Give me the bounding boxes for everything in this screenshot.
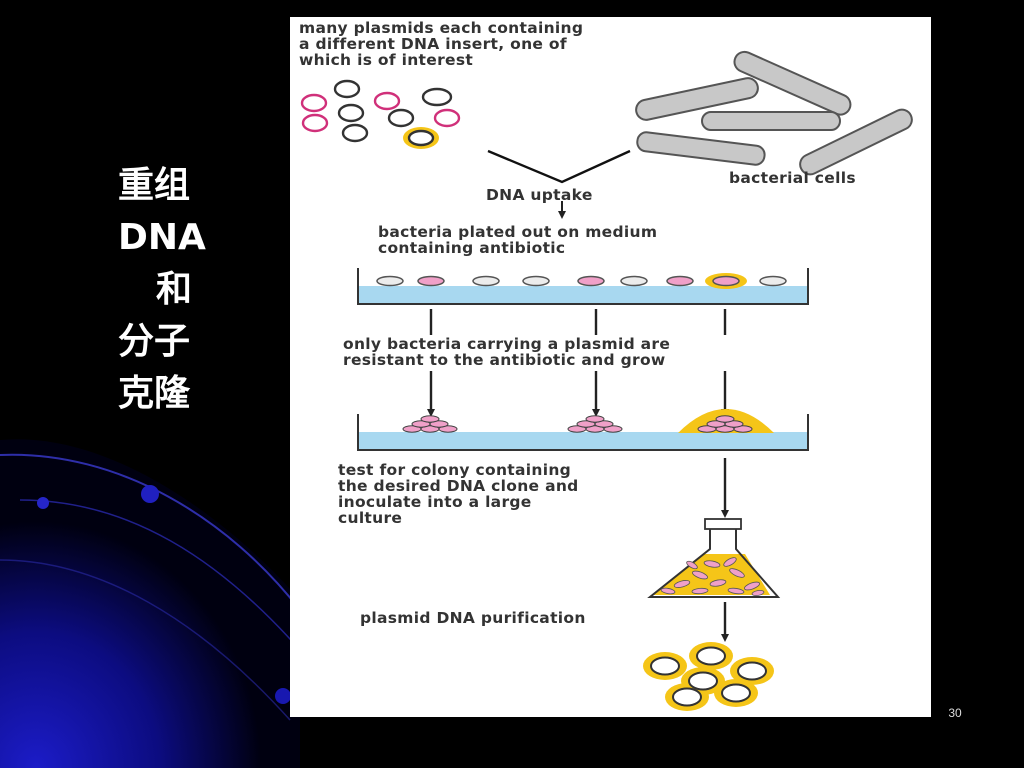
plasmid bbox=[433, 108, 461, 128]
step1-text-line: which is of interest bbox=[299, 51, 473, 69]
swoosh-curve bbox=[0, 559, 291, 721]
title-line: 重组 bbox=[118, 165, 191, 206]
step1-text-line: a different DNA insert, one of bbox=[299, 35, 567, 53]
test-text-line: culture bbox=[338, 509, 402, 527]
bacterial-cell bbox=[635, 77, 759, 121]
decor-dot bbox=[37, 497, 49, 509]
plate-walls bbox=[357, 414, 809, 451]
page-number: 30 bbox=[948, 706, 962, 720]
cell bbox=[472, 275, 500, 287]
cell bbox=[522, 275, 550, 287]
cell bbox=[759, 275, 787, 287]
cell bbox=[376, 275, 404, 287]
plating-text-line: bacteria plated out on medium bbox=[378, 223, 657, 241]
cell bbox=[620, 275, 648, 287]
plasmid bbox=[341, 123, 369, 143]
plasmid bbox=[387, 108, 415, 128]
title-line: 克隆 bbox=[118, 373, 191, 414]
plasmid bbox=[373, 91, 401, 111]
uptake-funnel bbox=[487, 149, 631, 184]
cell bbox=[577, 275, 605, 287]
test-text-line: inoculate into a large bbox=[338, 493, 532, 511]
flask-stopper bbox=[704, 518, 742, 530]
plasmid bbox=[300, 93, 328, 113]
test-text-line: test for colony containing bbox=[338, 461, 571, 479]
colony bbox=[567, 415, 623, 433]
plated-bacteria bbox=[376, 273, 787, 289]
cell-of-interest bbox=[712, 275, 740, 287]
plate-walls bbox=[357, 268, 809, 305]
plasmid-cluster bbox=[300, 79, 461, 149]
cell bbox=[417, 275, 445, 287]
colony-plate bbox=[357, 409, 809, 451]
plasmid bbox=[337, 103, 365, 123]
plating-text-line: containing antibiotic bbox=[378, 239, 565, 257]
resistance-text-line: resistant to the antibiotic and grow bbox=[343, 351, 666, 369]
antibiotic-plate bbox=[357, 268, 809, 305]
step1-text-line: many plasmids each containing bbox=[299, 19, 583, 37]
title-line: 分子 bbox=[118, 321, 191, 362]
colony bbox=[402, 415, 458, 433]
uptake-label: DNA uptake bbox=[486, 186, 593, 204]
plasmid bbox=[301, 113, 329, 133]
plasmid bbox=[421, 87, 453, 107]
decor-dot bbox=[141, 485, 159, 503]
resistance-text-line: only bacteria carrying a plasmid are bbox=[343, 335, 670, 353]
bacterial-cell bbox=[733, 50, 852, 116]
title-line: DNA bbox=[118, 217, 206, 258]
bacterial-cells bbox=[635, 50, 913, 176]
flask-outline bbox=[647, 529, 781, 598]
bacterial-cell bbox=[636, 131, 766, 166]
swoosh-curve bbox=[19, 499, 301, 651]
title-line: 和 bbox=[155, 269, 192, 310]
swoosh-curve bbox=[0, 453, 301, 611]
plasmid-of-interest bbox=[407, 129, 435, 147]
culture-flask bbox=[647, 518, 781, 598]
cell bbox=[666, 275, 694, 287]
slide-title: 重组 DNA 和 分子 克隆 bbox=[118, 160, 230, 420]
purification-label: plasmid DNA purification bbox=[360, 609, 586, 627]
decor-dot bbox=[275, 688, 291, 704]
molecular-cloning-diagram: many plasmids each containing a differen… bbox=[299, 19, 913, 711]
plate-medium bbox=[358, 432, 808, 449]
plate-medium bbox=[358, 286, 808, 303]
purified-plasmids bbox=[643, 642, 774, 711]
plasmid bbox=[333, 79, 361, 99]
colony-of-interest bbox=[697, 415, 753, 433]
bacterial-cell bbox=[799, 108, 913, 176]
text-backing bbox=[340, 335, 850, 371]
plasmid bbox=[650, 646, 767, 707]
test-text-line: the desired DNA clone and bbox=[338, 477, 579, 495]
bacterial-cell bbox=[701, 111, 841, 131]
bacteria-label: bacterial cells bbox=[729, 169, 856, 187]
culture-bacteria bbox=[660, 557, 765, 596]
diagram-panel: many plasmids each containing a differen… bbox=[290, 17, 931, 717]
